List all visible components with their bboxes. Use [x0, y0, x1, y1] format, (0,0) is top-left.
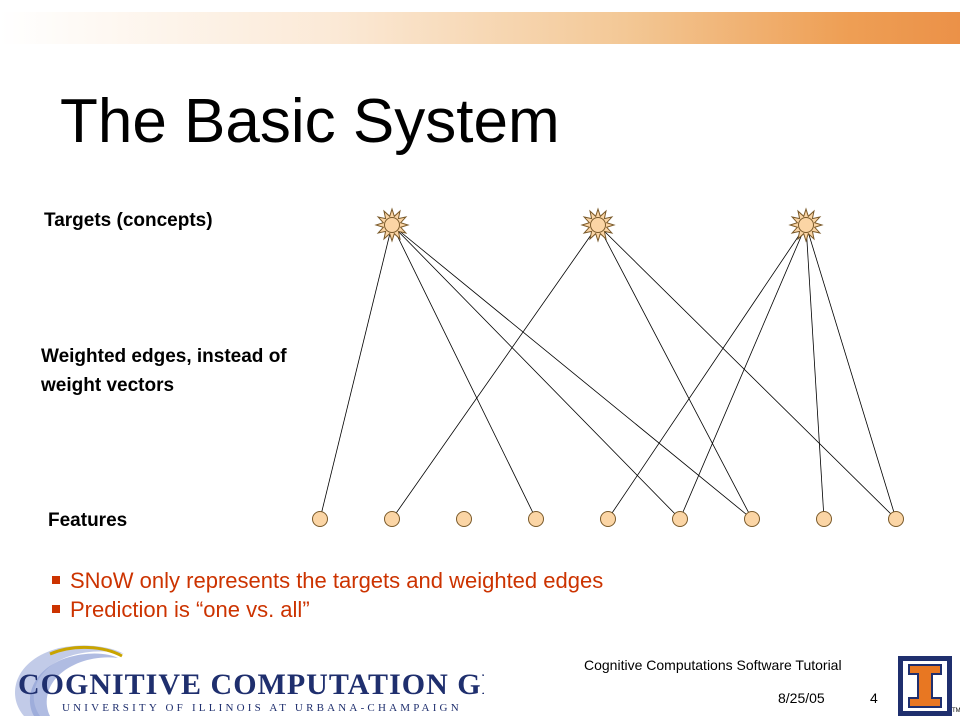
- features-layer: [312, 511, 904, 527]
- weighted-edge: [391, 224, 681, 520]
- weighted-edge: [679, 224, 807, 520]
- target-node-icon: [788, 207, 824, 243]
- targets-label: Targets (concepts): [44, 210, 213, 231]
- weighted-edge: [597, 224, 753, 520]
- weighted-edge: [391, 224, 537, 520]
- features-label: Features: [48, 510, 128, 531]
- target-node-icon: [374, 207, 410, 243]
- feature-node: [600, 511, 616, 527]
- bullet-item: Prediction is “one vs. all”: [52, 595, 603, 624]
- weighted-edge: [391, 224, 753, 520]
- targets-layer: [374, 207, 824, 243]
- weighted-edge: [391, 224, 599, 520]
- feature-node: [672, 511, 688, 527]
- slide-number: 4: [870, 690, 878, 706]
- group-logo-text: COGNITIVE COMPUTATION GROUP: [18, 668, 484, 701]
- weighted-edges-label: Weighted edges, instead of weight vector…: [41, 346, 287, 396]
- weighted-edge: [597, 224, 897, 520]
- top-gradient-bar: [0, 12, 960, 44]
- weighted-edge: [805, 224, 897, 520]
- feature-node: [888, 511, 904, 527]
- feature-node: [744, 511, 760, 527]
- swoosh-logo-icon: [15, 645, 125, 716]
- feature-node: [816, 511, 832, 527]
- uiuc-block-i-logo: TM: [898, 656, 960, 716]
- cognitive-computation-group-logo: COGNITIVE COMPUTATION GROUP UNIVERSITY O…: [15, 645, 484, 716]
- feature-node: [528, 511, 544, 527]
- edges-layer: [319, 224, 897, 520]
- bullet-item: SNoW only represents the targets and wei…: [52, 566, 603, 595]
- square-bullet-icon: [52, 576, 60, 584]
- bullet-text: Prediction is “one vs. all”: [70, 597, 310, 622]
- footer-tutorial-title: Cognitive Computations Software Tutorial: [584, 657, 842, 673]
- svg-text:TM: TM: [952, 708, 960, 714]
- university-text: UNIVERSITY OF ILLINOIS AT URBANA-CHAMPAI…: [62, 702, 462, 714]
- slide-title: The Basic System: [60, 87, 560, 156]
- feature-node: [312, 511, 328, 527]
- target-node-icon: [580, 207, 616, 243]
- snow-network-diagram: [312, 207, 904, 527]
- square-bullet-icon: [52, 605, 60, 613]
- feature-node: [384, 511, 400, 527]
- weighted-edge: [319, 224, 393, 520]
- bullet-list: SNoW only represents the targets and wei…: [52, 566, 603, 624]
- weighted-edge: [805, 224, 825, 520]
- weighted-edge: [607, 224, 807, 520]
- feature-node: [456, 511, 472, 527]
- bullet-text: SNoW only represents the targets and wei…: [70, 568, 604, 593]
- footer-date: 8/25/05: [778, 690, 825, 706]
